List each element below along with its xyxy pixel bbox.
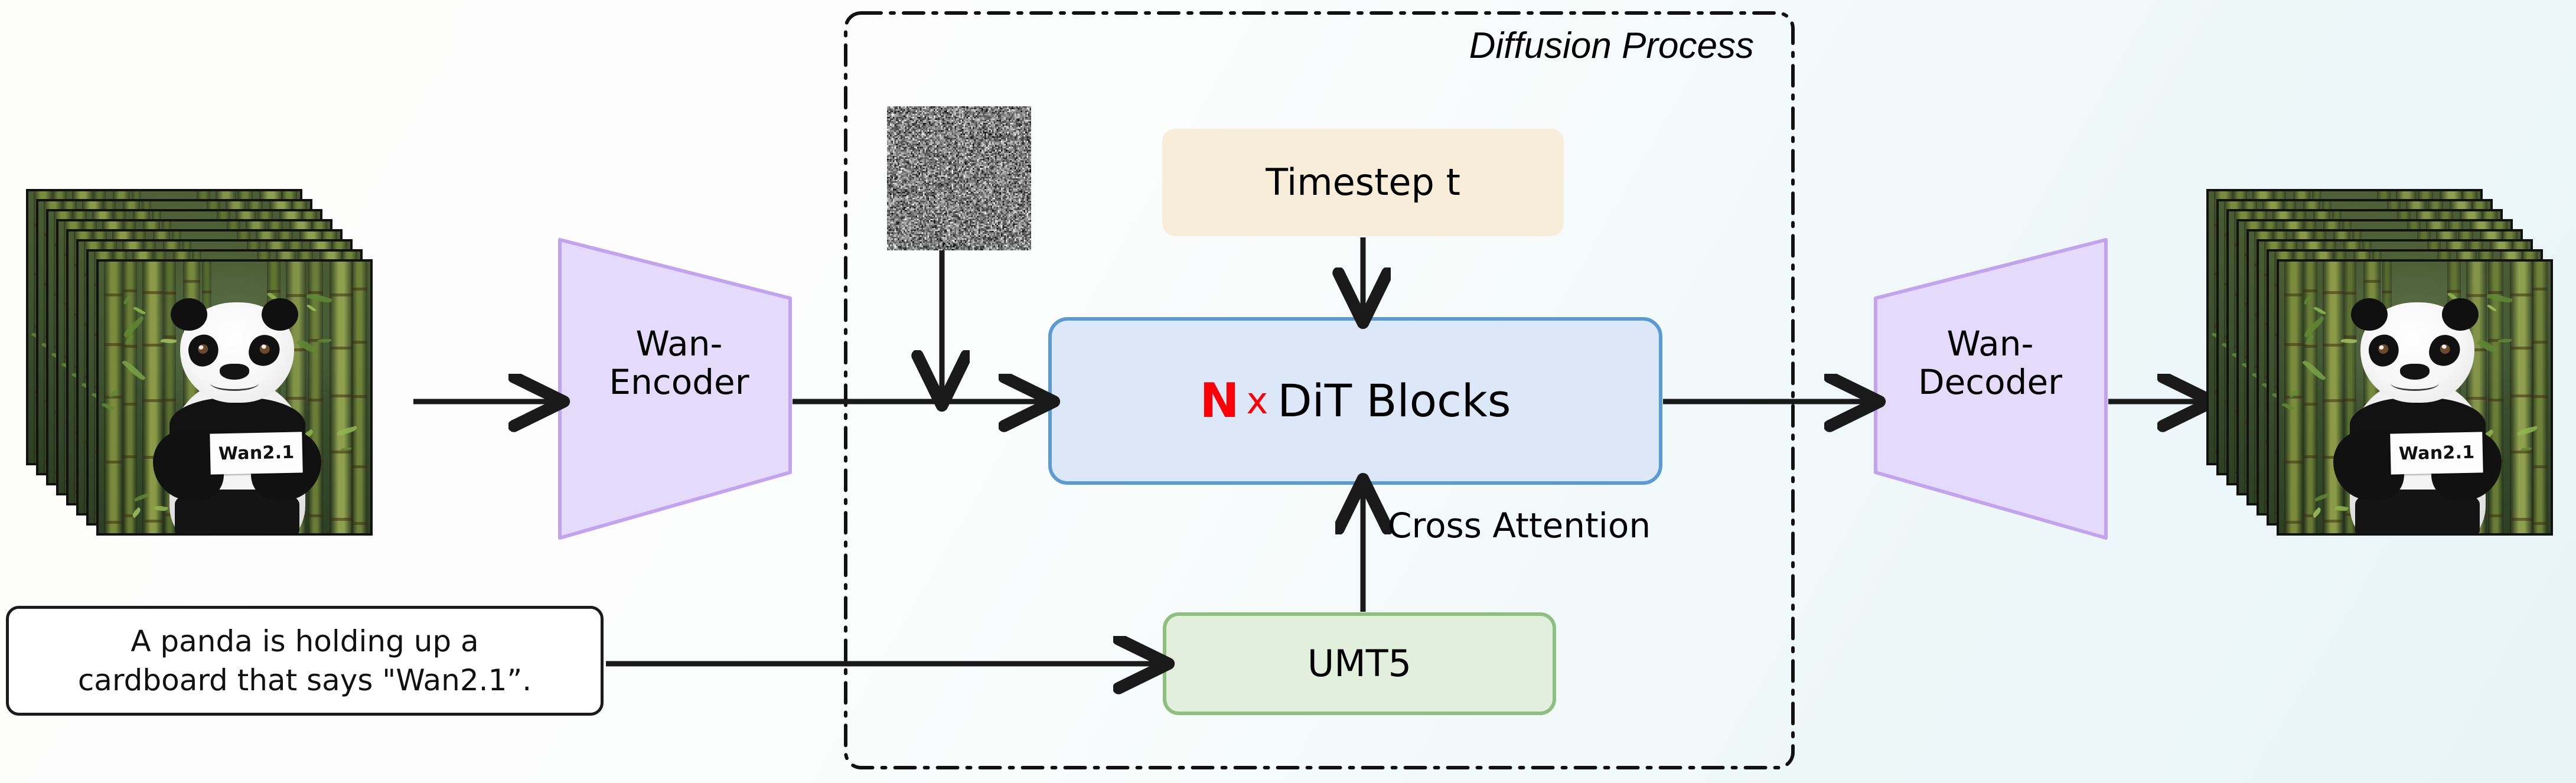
prompt-line-2: cardboard that says "Wan2.1”. bbox=[77, 663, 532, 697]
panda-sign: Wan2.1 bbox=[209, 432, 303, 475]
panda-sign: Wan2.1 bbox=[2389, 432, 2483, 475]
dit-blocks-box[interactable] bbox=[1048, 317, 1662, 485]
prompt-text-box[interactable]: A panda is holding up a cardboard that s… bbox=[6, 606, 604, 716]
wan-encoder-shape[interactable] bbox=[558, 238, 792, 540]
timestep-box[interactable] bbox=[1162, 129, 1564, 236]
gaussian-noise-latent bbox=[887, 106, 1031, 250]
diffusion-process-group bbox=[844, 11, 1795, 769]
output-video-frames: Wan2.1 bbox=[2206, 189, 2553, 536]
video-frame: Wan2.1 bbox=[96, 259, 373, 536]
input-video-frames: Wan2.1 bbox=[26, 189, 373, 536]
video-frame: Wan2.1 bbox=[2277, 259, 2553, 536]
umt5-box[interactable] bbox=[1163, 612, 1556, 715]
prompt-line-1: A panda is holding up a bbox=[131, 624, 479, 658]
wan-decoder-shape[interactable] bbox=[1874, 238, 2108, 540]
